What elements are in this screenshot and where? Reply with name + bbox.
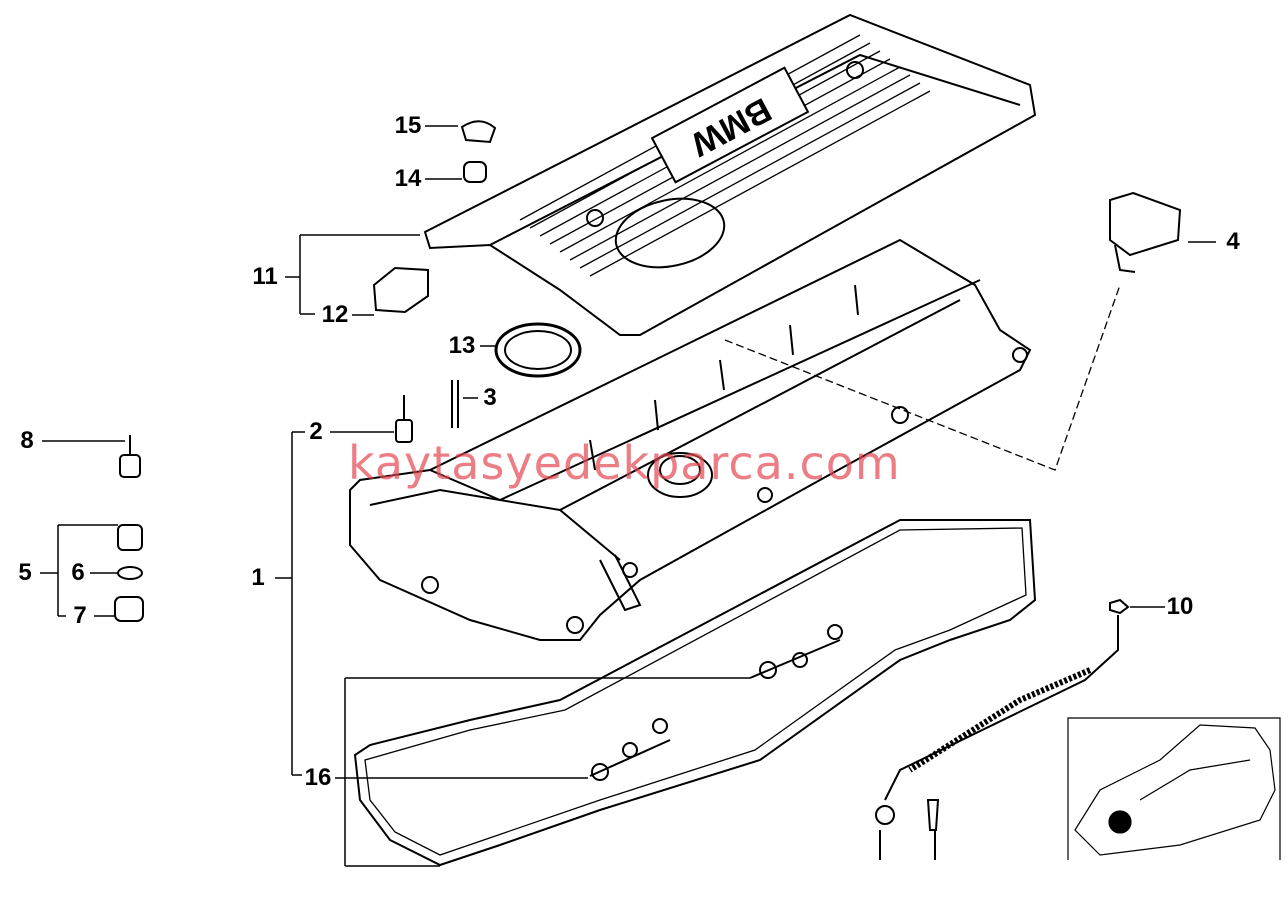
callout-2: 2 — [309, 418, 323, 445]
callout-15: 15 — [394, 112, 422, 139]
callout-14: 14 — [394, 165, 422, 192]
callout-1: 1 — [251, 564, 265, 591]
engine-cover: BMW — [423, 13, 1037, 336]
callout-6: 6 — [71, 559, 85, 586]
small-parts — [114, 120, 1182, 860]
gasket — [353, 519, 1037, 867]
callout-5: 5 — [18, 559, 32, 586]
location-dot-icon — [1108, 810, 1132, 834]
callout-7: 7 — [73, 602, 87, 629]
callout-11: 11 — [252, 263, 278, 290]
callout-10: 10 — [1166, 593, 1194, 620]
valve-cover — [349, 238, 1121, 641]
callout-3: 3 — [483, 384, 497, 411]
car-location-inset — [1067, 717, 1281, 860]
callout-13: 13 — [448, 332, 476, 359]
watermark: kaytasyedekparca.com — [348, 436, 901, 490]
callout-16: 16 — [304, 764, 332, 791]
callout-8: 8 — [20, 427, 34, 454]
callout-12: 12 — [321, 301, 349, 328]
leader-lines — [40, 125, 1216, 867]
callout-4: 4 — [1226, 228, 1240, 255]
